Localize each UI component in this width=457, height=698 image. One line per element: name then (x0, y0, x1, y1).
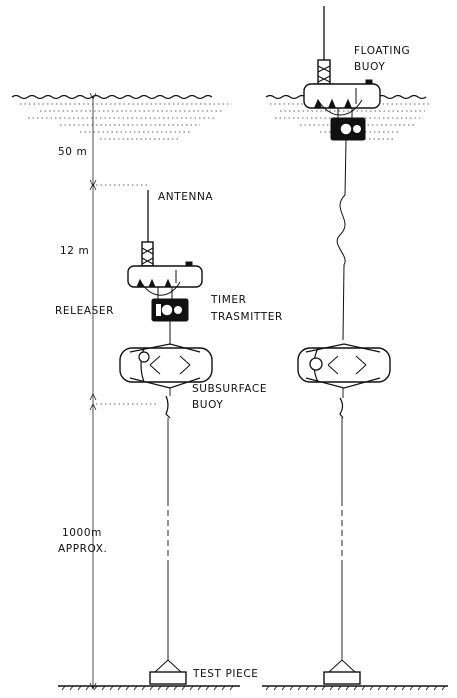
floating-buoy (303, 79, 381, 116)
test-piece-left (58, 659, 240, 691)
label-trasmitter: TRASMITTER (210, 311, 283, 323)
label-approx: APPROX. (58, 543, 107, 555)
subsurface-buoy-left (119, 343, 213, 389)
label-subsurface-buoy: BUOY (192, 399, 223, 411)
label-releaser: RELEASER (55, 305, 114, 317)
label-test-piece: TEST PIECE (192, 668, 259, 680)
label-antenna: ANTENNA (158, 191, 213, 203)
antenna-base-right (314, 59, 334, 85)
label-floating-buoy: BUOY (354, 61, 385, 73)
label-timer: TIMER (210, 294, 247, 306)
label-depth-12m: 12 m (60, 245, 89, 257)
test-piece-right (262, 659, 448, 691)
label-floating: FLOATING (354, 45, 410, 57)
label-subsurface: SUBSURFACE (192, 383, 267, 395)
mooring-line-right (336, 139, 347, 660)
label-depth-50m: 50 m (58, 146, 87, 158)
releaser-buoy (127, 261, 203, 296)
subsurface-buoy-right (297, 343, 391, 389)
timer-transmitter-right (330, 108, 366, 141)
timer-transmitter (151, 287, 189, 344)
depth-scale (89, 92, 158, 690)
antenna-base-left (138, 241, 158, 267)
mooring-line-left (165, 388, 171, 660)
label-depth-1000m: 1000m (62, 527, 102, 539)
